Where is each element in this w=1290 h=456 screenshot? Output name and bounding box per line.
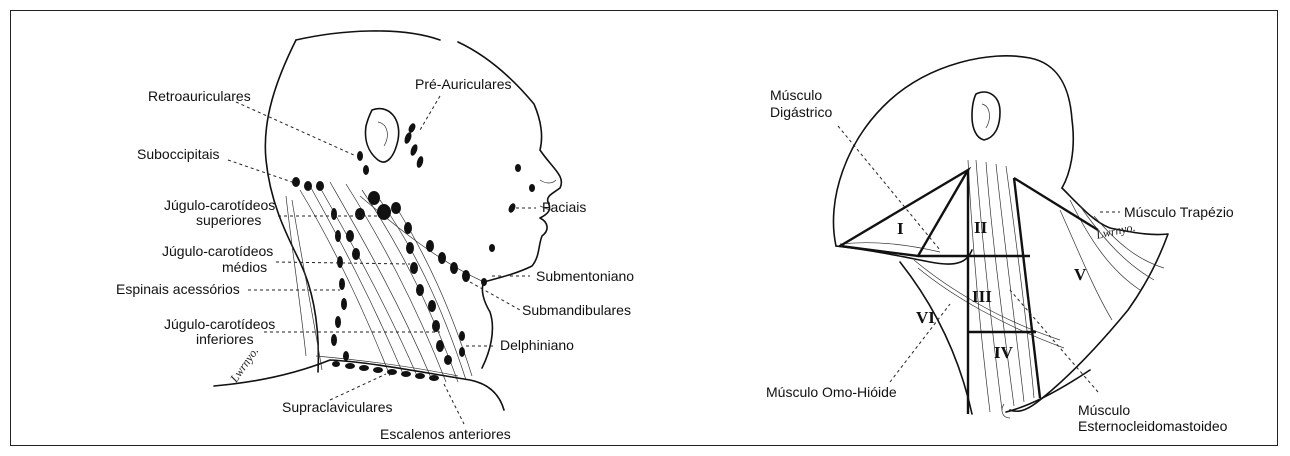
label-submandibulares: Submandibulares — [522, 302, 631, 318]
label-esterno-2: Esternocleidomastoideo — [1078, 418, 1228, 434]
right-level-boundaries — [840, 170, 1098, 414]
label-supraclaviculares: Supraclaviculares — [282, 399, 393, 415]
right-scm-muscle-strands — [968, 160, 1034, 412]
label-jugulo-sup-1: Júgulo-carotídeos — [164, 197, 275, 213]
left-ear-inner — [378, 122, 387, 146]
left-lymph-nodes — [292, 122, 535, 381]
label-digastrico-1: Músculo — [770, 87, 822, 103]
label-jugulo-med-1: Júgulo-carotídeos — [162, 243, 273, 259]
label-delphiniano: Delphiniano — [500, 337, 574, 353]
level-label-iv: IV — [994, 343, 1014, 362]
label-digastrico-2: Digástrico — [770, 104, 832, 120]
left-nostril — [540, 180, 556, 183]
label-omo-hioide: Músculo Omo-Hióide — [766, 384, 897, 400]
left-leader-lines — [228, 96, 536, 424]
level-label-vi: VI — [916, 308, 935, 327]
level-posterior-boundary — [1014, 178, 1040, 398]
left-ear — [366, 109, 399, 162]
right-neck-back — [1010, 188, 1168, 411]
level-label-iii: III — [972, 287, 992, 306]
label-faciais: Faciais — [542, 199, 586, 215]
right-ear-inner — [982, 104, 989, 128]
label-jugulo-med-2: médios — [222, 259, 267, 275]
right-ear — [972, 92, 1000, 140]
right-head-outline — [833, 56, 1073, 246]
left-signature: Lwrnyo. — [227, 344, 262, 385]
label-suboccipitais: Suboccipitais — [137, 146, 220, 162]
right-neck-front — [900, 262, 972, 414]
label-escalenos: Escalenos anteriores — [380, 426, 511, 442]
label-jugulo-inf-2: inferiores — [196, 331, 254, 347]
label-esterno-1: Músculo — [1078, 402, 1130, 418]
right-labels: Músculo Digástrico Músculo Trapézio Músc… — [766, 87, 1234, 434]
label-jugulo-sup-2: superiores — [196, 212, 261, 228]
level-label-ii: II — [974, 218, 988, 237]
label-retroauriculares: Retroauriculares — [148, 88, 251, 104]
label-submentoniano: Submentoniano — [536, 268, 634, 284]
label-jugulo-inf-1: Júgulo-carotídeos — [164, 316, 275, 332]
right-leader-lines — [838, 126, 1120, 392]
trapezius-boundary — [1014, 178, 1098, 230]
label-espinais: Espinais acessórios — [116, 281, 240, 297]
level-label-i: I — [897, 219, 904, 238]
left-head-top-outline — [296, 31, 440, 40]
left-labels: Retroauriculares Pré-Auriculares Subocci… — [116, 76, 634, 442]
label-pre-auriculares: Pré-Auriculares — [415, 76, 511, 92]
right-level-numerals: I II III IV V VI — [897, 218, 1087, 362]
level-label-v: V — [1074, 265, 1087, 284]
label-trapezio: Músculo Trapézio — [1124, 204, 1234, 220]
